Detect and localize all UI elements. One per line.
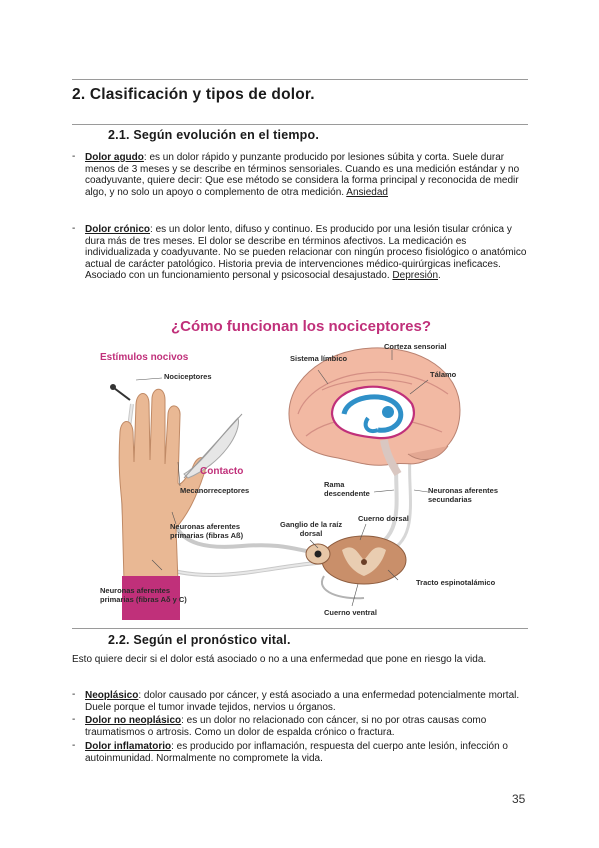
- label-ganglio-line1: Ganglio de la raíz: [280, 520, 343, 529]
- definition-inflamatorio: : es producido por inflamación, respuest…: [85, 741, 508, 764]
- definition-dolor-agudo: : es un dolor rápido y punzante producid…: [85, 152, 520, 198]
- label-neuronas-ad-line2: primarias (fibras Aδ y C): [100, 595, 187, 604]
- label-talamo: Tálamo: [430, 370, 457, 379]
- figure-title: ¿Cómo funcionan los nociceptores?: [170, 318, 432, 335]
- link-depresion: Depresión: [392, 270, 439, 282]
- label-neuronas-secundarias: Neuronas aferentes secundarias: [428, 486, 498, 504]
- list-item-dolor-agudo: - Dolor agudo: es un dolor rápido y punz…: [72, 151, 528, 198]
- bullet-dash: -: [72, 689, 76, 700]
- definition-neoplasico: : dolor causado por cáncer, y está asoci…: [85, 690, 520, 713]
- subsection-title-evolucion: 2.1. Según evolución en el tiempo.: [108, 128, 320, 142]
- label-ganglio: Ganglio de la raíz dorsal: [280, 520, 342, 538]
- label-nociceptores: Nociceptores: [164, 372, 212, 381]
- feather-icon: [183, 413, 243, 479]
- list-item-dolor-cronico: - Dolor crónico: es un dolor lento, difu…: [72, 223, 528, 282]
- list-item-text: Neoplásico: dolor causado por cáncer, y …: [85, 690, 528, 713]
- hand-illustration: [118, 388, 207, 620]
- term-dolor-cronico: Dolor crónico: [85, 224, 151, 235]
- bullet-dash: -: [72, 740, 76, 751]
- label-neuronas-ad: Neuronas aferentes primarias (fibras Aδ …: [100, 586, 187, 604]
- list-item-text: Dolor inflamatorio: es producido por inf…: [85, 741, 528, 764]
- label-rama-descendente: Rama descendente: [324, 480, 370, 498]
- bullet-dash: -: [72, 714, 76, 725]
- period: .: [438, 270, 441, 282]
- pin-icon: [113, 387, 131, 401]
- definition-dolor-cronico: : es un dolor lento, difuso y continuo. …: [85, 224, 527, 282]
- label-rama-line1: Rama: [324, 480, 345, 489]
- label-neuronas-ab-line2: primarias (fibras Aß): [170, 531, 244, 540]
- section-heading: 2. Clasificación y tipos de dolor.: [72, 86, 315, 103]
- nociceptors-figure: ¿Cómo funcionan los nociceptores?: [92, 314, 510, 626]
- label-estimulos-nocivos: Estímulos nocivos: [100, 352, 189, 363]
- label-corteza-sensorial: Corteza sensorial: [384, 342, 447, 351]
- term-neoplasico: Neoplásico: [85, 690, 139, 701]
- label-ganglio-line2: dorsal: [299, 529, 323, 538]
- definition-no-neoplasico: : es un dolor no relacionado con cáncer,…: [85, 715, 487, 738]
- list-item-inflamatorio: - Dolor inflamatorio: es producido por i…: [72, 740, 528, 764]
- label-tracto-espinotalamico: Tracto espinotalámico: [416, 578, 496, 587]
- term-no-neoplasico: Dolor no neoplásico: [85, 715, 182, 726]
- bullet-dash: -: [72, 151, 76, 162]
- spinal-cord-illustration: [305, 535, 407, 600]
- nociceptors-illustration: [110, 347, 461, 620]
- label-secundarias-line2: secundarias: [428, 495, 472, 504]
- label-mecanorreceptores: Mecanorreceptores: [180, 486, 250, 495]
- label-cuerno-ventral: Cuerno ventral: [324, 608, 377, 617]
- list-item-text: Dolor agudo: es un dolor rápido y punzan…: [85, 152, 528, 198]
- page-number: 35: [512, 792, 526, 806]
- label-cuerno-dorsal: Cuerno dorsal: [358, 514, 409, 523]
- brain-illustration: [288, 347, 461, 477]
- label-rama-line2: descendente: [324, 489, 370, 498]
- link-ansiedad: Ansiedad: [346, 186, 388, 198]
- list-item-text: Dolor no neoplásico: es un dolor no rela…: [85, 715, 528, 738]
- label-contacto: Contacto: [200, 466, 244, 477]
- label-sistema-limbico: Sistema límbico: [290, 354, 348, 363]
- bullet-dash: -: [72, 223, 76, 234]
- leader-lines: [135, 350, 429, 607]
- term-inflamatorio: Dolor inflamatorio: [85, 741, 172, 752]
- term-dolor-agudo: Dolor agudo: [85, 152, 144, 163]
- top-rule: [72, 79, 528, 80]
- section-rule: [72, 628, 528, 629]
- label-secundarias-line1: Neuronas aferentes: [428, 486, 499, 495]
- label-neuronas-ab: Neuronas aferentes primarias (fibras Aß): [170, 522, 243, 540]
- heading-rule: [72, 124, 528, 125]
- list-item-text: Dolor crónico: es un dolor lento, difuso…: [85, 224, 528, 282]
- list-item-no-neoplasico: - Dolor no neoplásico: es un dolor no re…: [72, 714, 528, 738]
- subsection-title-pronostico: 2.2. Según el pronóstico vital.: [108, 633, 291, 647]
- label-neuronas-ab-line1: Neuronas aferentes: [170, 522, 241, 531]
- list-item-neoplasico: - Neoplásico: dolor causado por cáncer, …: [72, 689, 528, 713]
- intro-paragraph: Esto quiere decir si el dolor está asoci…: [72, 654, 487, 665]
- label-neuronas-ad-line1: Neuronas aferentes: [100, 586, 171, 595]
